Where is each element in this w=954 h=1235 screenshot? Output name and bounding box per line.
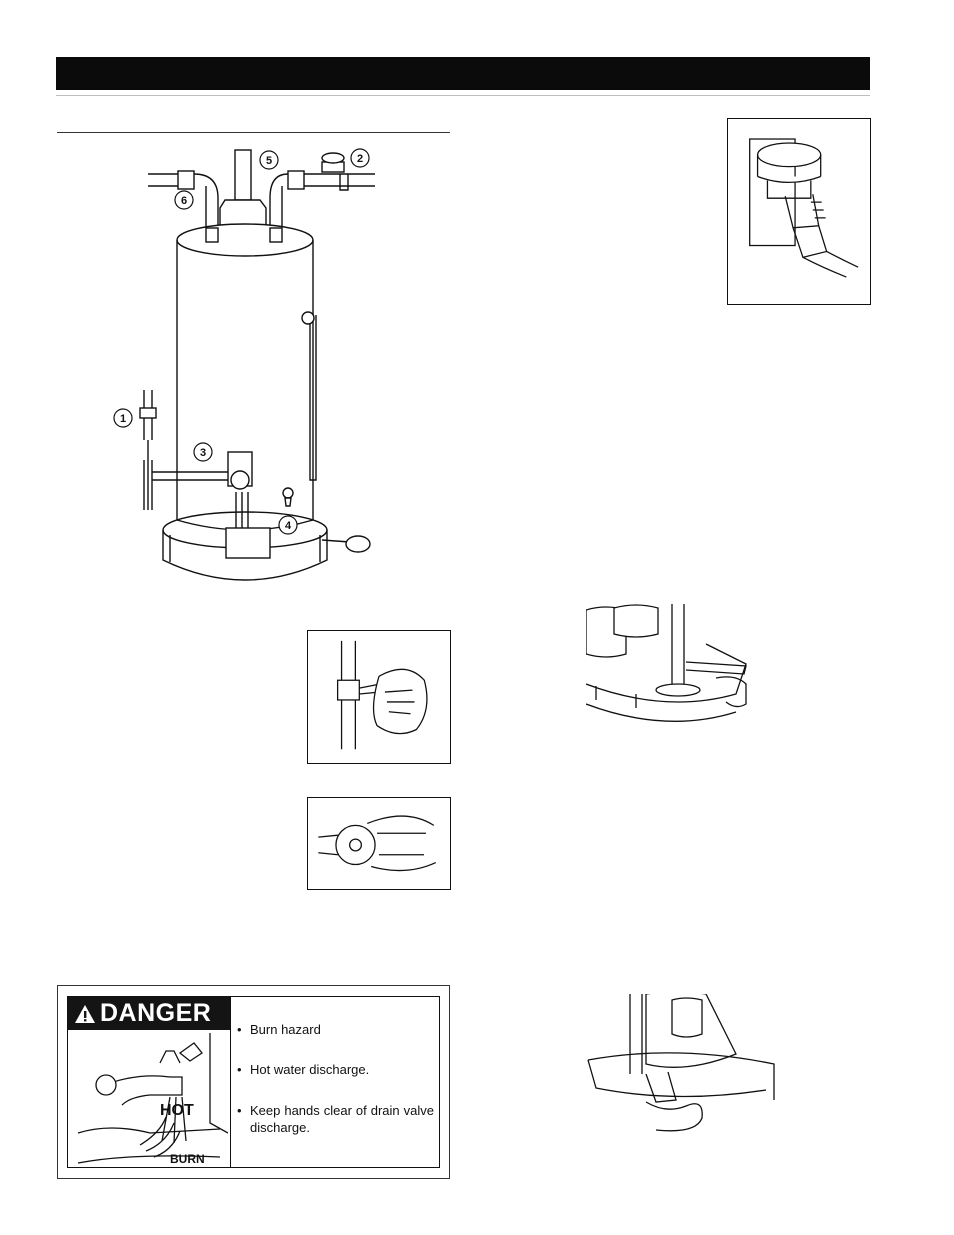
drain-valve-illustration	[318, 815, 437, 872]
drain-valve-inset	[307, 797, 451, 890]
relief-valve-inset	[727, 118, 871, 305]
hot-text: HOT	[160, 1102, 194, 1119]
svg-text:5: 5	[266, 155, 272, 167]
burner-base-illustration	[586, 604, 756, 736]
water-heater-diagram: 1 2 3 4 5 6	[100, 140, 390, 600]
water-heater-illustration: 1 2 3 4 5 6	[113, 148, 375, 581]
callout-4: 4	[278, 515, 298, 535]
shutoff-valve-inset	[307, 630, 451, 764]
callout-6: 6	[174, 190, 194, 210]
svg-text:4: 4	[285, 520, 292, 532]
faucet-burn-drawing: HOT BURN	[77, 1033, 229, 1166]
callout-2: 2	[350, 148, 370, 168]
burner-access-drawing	[587, 994, 775, 1132]
relief-valve-illustration	[749, 138, 859, 278]
danger-header: DANGER	[68, 997, 230, 1030]
shutoff-valve-illustration	[336, 640, 428, 750]
section-header-bar	[56, 57, 870, 90]
callout-3: 3	[193, 442, 213, 462]
danger-divider	[230, 997, 231, 1167]
burner-access-illustration	[586, 994, 776, 1136]
svg-text:2: 2	[357, 153, 363, 165]
callout-1: 1	[113, 408, 133, 428]
svg-text:1: 1	[120, 413, 126, 425]
danger-item: •Hot water discharge.	[237, 1062, 370, 1077]
header-divider	[56, 95, 870, 96]
svg-text:6: 6	[181, 195, 187, 207]
danger-item: •Burn hazard	[237, 1022, 321, 1037]
warning-triangle-icon	[75, 1004, 95, 1023]
burner-base-drawing	[586, 604, 747, 722]
burn-text: BURN	[170, 1152, 205, 1166]
section-divider	[57, 132, 450, 133]
danger-label: DANGER HOT BURN •Burn hazard	[57, 985, 450, 1179]
svg-text:3: 3	[200, 447, 206, 459]
hot-water-burn-illustration: HOT BURN	[70, 1033, 229, 1167]
danger-signal-word: DANGER	[100, 999, 212, 1027]
danger-label-frame: DANGER HOT BURN •Burn hazard	[67, 996, 440, 1168]
danger-item: •Keep hands clear of drain valve dischar…	[237, 1103, 434, 1135]
callout-5: 5	[259, 150, 279, 170]
